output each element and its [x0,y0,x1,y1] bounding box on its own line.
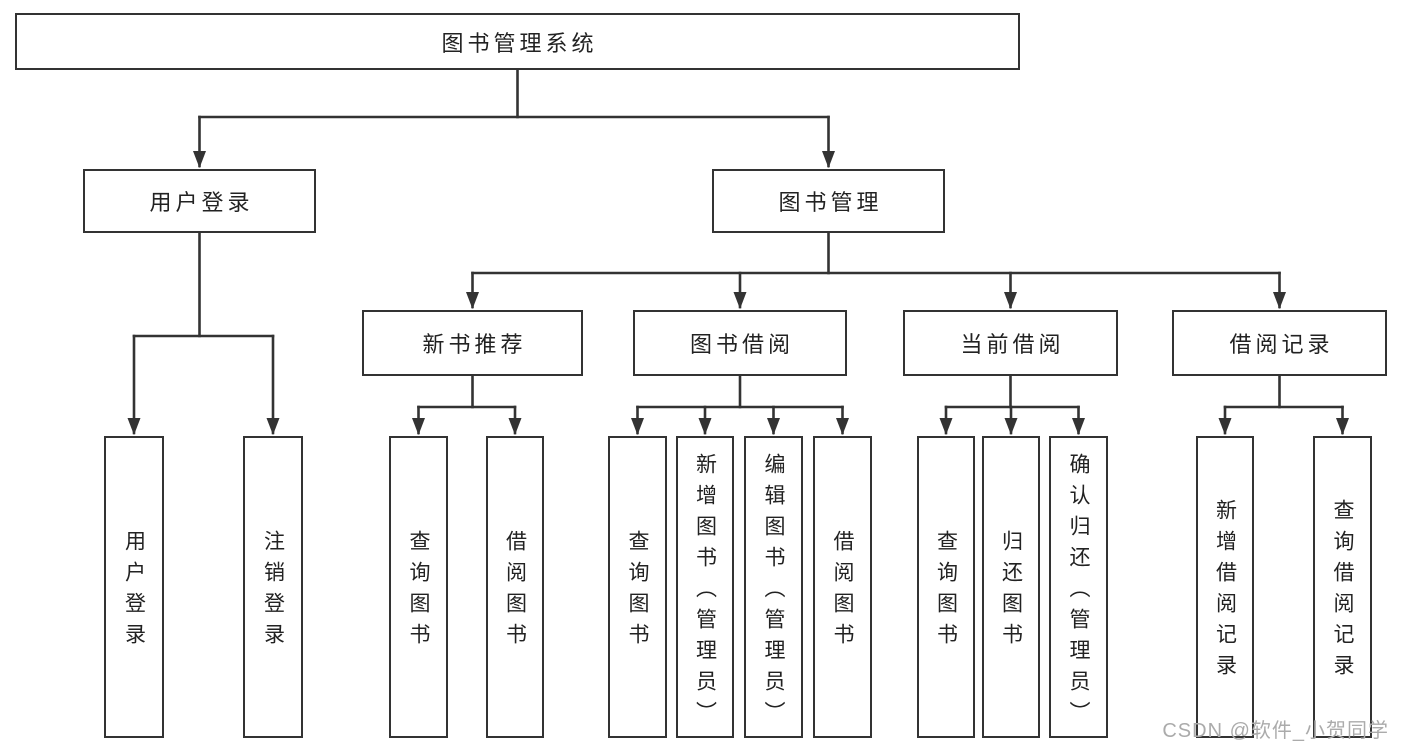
user-login-connector [127,231,280,435]
book-borrow-connector [631,374,849,435]
leaf-query-books-recommend: 查询图书 [389,436,448,738]
leaf-return-book: 归还图书 [982,436,1040,738]
node-borrow-records-label: 借阅记录 [1229,332,1334,357]
leaf-query-borrow-record-label: 查询借阅记录 [1331,499,1354,685]
leaf-borrow-books-2: 借阅图书 [813,436,872,738]
leaf-query-books-borrow-label: 查询图书 [626,530,649,654]
leaf-logout-label: 注销登录 [261,530,285,654]
leaf-add-book-admin: 新增图书（管理员） [676,436,734,738]
leaf-confirm-return-admin: 确认归还（管理员） [1049,436,1108,738]
node-new-book-recommend-label: 新书推荐 [422,332,527,357]
node-book-management: 图书管理 [712,169,945,233]
node-root-label: 图书管理系统 [441,30,598,56]
node-borrow-records: 借阅记录 [1172,310,1387,376]
leaf-add-book-admin-label: 新增图书（管理员） [693,452,717,732]
root-connector [193,68,835,168]
leaf-query-books-current: 查询图书 [917,436,975,738]
leaf-query-books-borrow: 查询图书 [608,436,667,738]
node-current-borrow: 当前借阅 [903,310,1118,376]
node-book-borrow-label: 图书借阅 [689,332,794,357]
leaf-logout: 注销登录 [243,436,303,738]
leaf-add-borrow-record: 新增借阅记录 [1196,436,1254,738]
leaf-borrow-books-recommend: 借阅图书 [486,436,544,738]
leaf-add-borrow-record-label: 新增借阅记录 [1213,499,1237,685]
node-user-login: 用户登录 [83,169,316,233]
node-user-login-label: 用户登录 [149,190,254,215]
book-management-connector [466,231,1286,309]
current-borrow-connector [939,374,1085,435]
node-book-management-label: 图书管理 [778,190,883,215]
borrow-records-connector [1218,374,1349,435]
node-root: 图书管理系统 [15,13,1020,70]
leaf-query-books-recommend-label: 查询图书 [407,530,430,654]
leaf-user-login-label: 用户登录 [122,530,146,654]
leaf-edit-book-admin-label: 编辑图书（管理员） [762,452,785,732]
node-book-borrow: 图书借阅 [633,310,847,376]
leaf-confirm-return-admin-label: 确认归还（管理员） [1067,452,1090,732]
leaf-return-book-label: 归还图书 [999,530,1023,654]
leaf-borrow-books-recommend-label: 借阅图书 [503,530,527,654]
node-new-book-recommend: 新书推荐 [362,310,583,376]
leaf-query-books-current-label: 查询图书 [934,530,958,654]
leaf-edit-book-admin: 编辑图书（管理员） [744,436,803,738]
leaf-borrow-books-2-label: 借阅图书 [831,530,854,654]
leaf-query-borrow-record: 查询借阅记录 [1313,436,1372,738]
node-current-borrow-label: 当前借阅 [960,332,1065,357]
leaf-user-login: 用户登录 [104,436,164,738]
new-book-recommend-connector [412,374,522,435]
